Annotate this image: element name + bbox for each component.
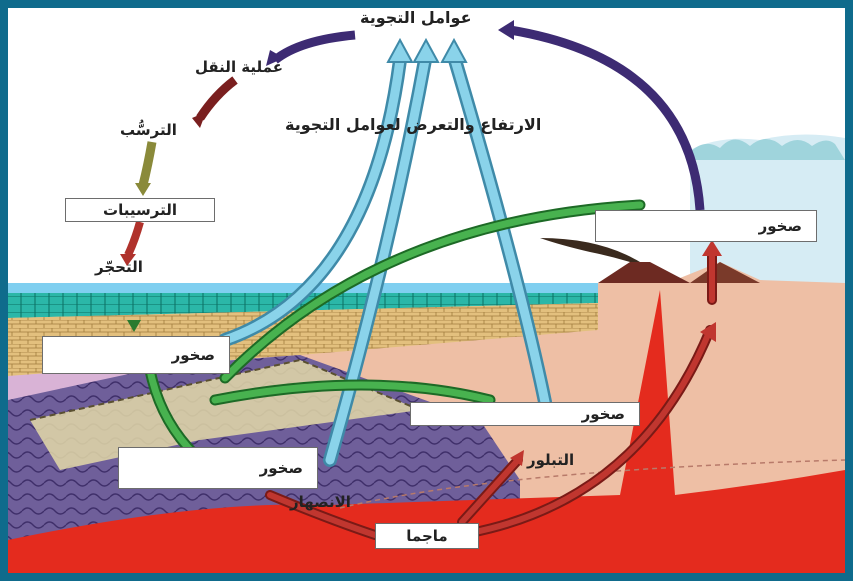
weathering-agents-label: عوامل التجوية <box>360 8 472 27</box>
magma-box: ماجما <box>375 523 479 549</box>
transport-label: عملية النقل <box>195 58 283 76</box>
metamorphic-rocks-box-low: صخور <box>118 447 318 489</box>
sediments-box: الترسيبات <box>65 198 215 222</box>
uplift-exposure-label: الارتفاع والتعرض لعوامل التجوية <box>285 115 541 134</box>
sedimentary-rocks-box: صخور <box>42 336 230 374</box>
metamorphic-rocks-box-mid: صخور <box>410 402 640 426</box>
igneous-rocks-box: صخور <box>595 210 817 242</box>
deposition-label: الترسُّب <box>120 121 177 139</box>
crystallization-label: التبلور <box>527 451 574 469</box>
melting-label: الانصهار <box>290 493 351 511</box>
lithification-label: التحجّر <box>95 258 143 276</box>
